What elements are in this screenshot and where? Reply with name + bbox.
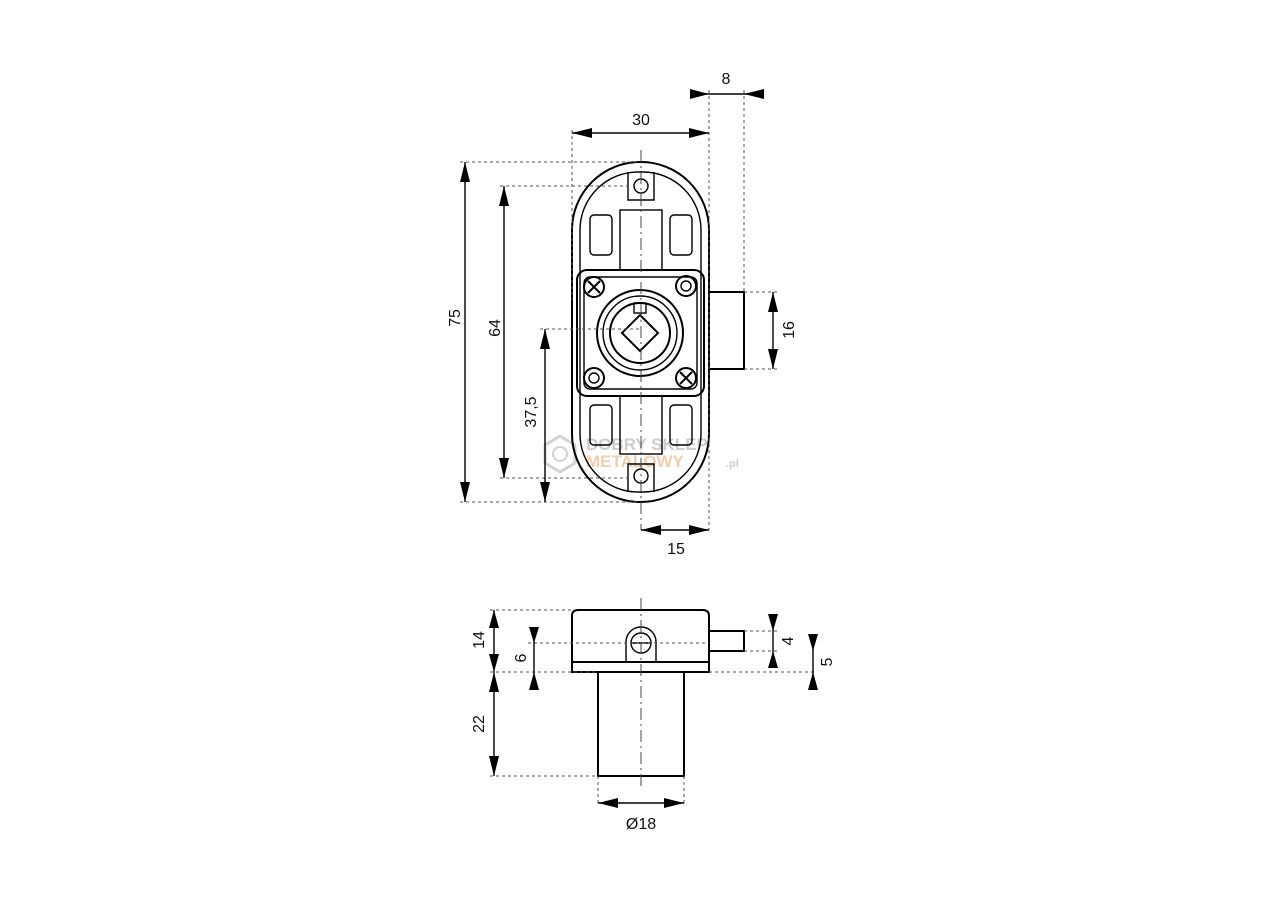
watermark-suffix: .pl [726, 458, 739, 470]
front-view [571, 150, 745, 530]
screw-bottom-right-icon [675, 367, 697, 389]
watermark-hex-icon [543, 434, 577, 474]
side-dimensions: 14 6 22 4 5 Ø18 [471, 609, 836, 833]
dim-cylinder-length: 22 [471, 715, 488, 733]
side-body [571, 609, 710, 663]
dim-bolt-width: 16 [781, 321, 798, 339]
dim-bolt-thickness: 4 [780, 636, 797, 645]
dim-axis-offset: 6 [513, 653, 530, 662]
dim-width: 30 [632, 112, 650, 129]
screw-top-right-icon [675, 275, 697, 297]
front-bolt [708, 291, 745, 370]
screw-top-left-icon [583, 276, 605, 298]
dim-center-height: 37,5 [523, 396, 540, 427]
dim-body-height: 14 [471, 631, 488, 649]
watermark-line2: METALOWY [586, 452, 685, 471]
dim-overall-height: 75 [447, 309, 464, 327]
side-view [571, 598, 745, 790]
side-bolt [708, 630, 745, 652]
cylinder-keyhole-icon [596, 289, 684, 377]
front-dimensions: 8 30 75 64 37,5 16 15 [447, 71, 798, 558]
dim-cylinder-diameter: Ø18 [626, 816, 656, 833]
screw-bottom-left-icon [583, 367, 605, 389]
watermark-line1: DOBRY SKLEP [586, 435, 708, 454]
dim-top-depth: 8 [722, 71, 731, 88]
dim-backset: 15 [667, 541, 685, 558]
dim-bolt-offset: 5 [819, 657, 836, 666]
watermark: DOBRY SKLEP METALOWY .pl [543, 434, 739, 474]
dim-hole-spacing: 64 [487, 319, 504, 337]
